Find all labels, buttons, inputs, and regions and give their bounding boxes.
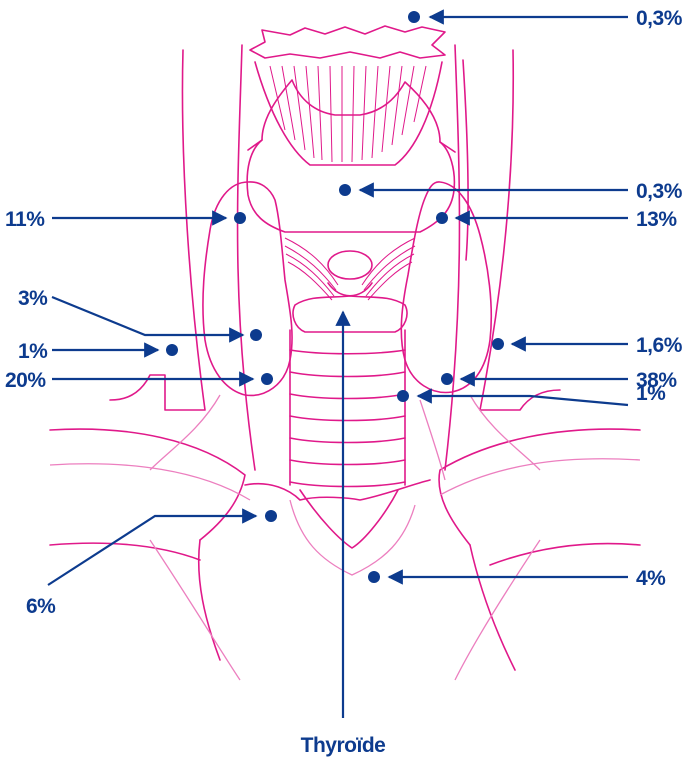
marker-dot-left-neck <box>166 344 178 356</box>
pharynx-line-left <box>238 45 255 470</box>
label-upper-right: 0,3% <box>636 180 683 203</box>
thyroid-left-lobe <box>203 182 292 396</box>
thyroid-isthmus <box>293 296 407 332</box>
marker-dot-right-neck <box>492 338 504 350</box>
neck-outline-left <box>110 50 205 410</box>
marker-dot-left-mid-lobe <box>250 329 262 341</box>
marker-dot-left-upper-lobe <box>234 212 246 224</box>
hyoid-bone <box>250 26 445 58</box>
marker-dot-right-paratracheal <box>397 390 409 402</box>
label-lower-right-4: 4% <box>636 567 666 590</box>
trachea <box>290 330 405 548</box>
marker-dot-cartilage <box>339 184 351 196</box>
label-lower-left-6: 6% <box>26 595 56 618</box>
neck-outline-right <box>480 50 560 410</box>
label-right-13: 13% <box>636 208 677 231</box>
arrow-left-mediastinum <box>48 516 256 585</box>
label-right-1: 1% <box>636 382 666 405</box>
annotations: 0,3% 0,3% 13% 11% 3% 1% 1,6% 20% 38% <box>5 7 683 757</box>
pharynx-line-right <box>445 45 459 470</box>
arrow-right-paratracheal <box>418 396 628 405</box>
marker-dot-left-mediastinum <box>265 510 277 522</box>
label-left-3: 3% <box>18 287 48 310</box>
thyroid-right-lobe <box>401 182 491 393</box>
marker-dot-top <box>408 11 420 23</box>
clavicles-and-chest <box>50 395 640 680</box>
marker-dot-right-upper-lobe <box>436 212 448 224</box>
label-left-1: 1% <box>18 340 48 363</box>
marker-dot-left-lower-lobe <box>261 373 273 385</box>
anatomy-drawing <box>50 26 640 680</box>
cricothyroid-muscles <box>285 238 415 300</box>
marker-dot-mediastinum <box>368 571 380 583</box>
label-left-20: 20% <box>5 369 46 392</box>
label-right-16: 1,6% <box>636 334 683 357</box>
marker-dot-right-lower-lobe <box>441 373 453 385</box>
thyrohyoid-membrane <box>255 62 442 165</box>
label-top-right: 0,3% <box>636 7 683 30</box>
arrow-left-mid-lobe <box>52 297 243 335</box>
label-thyroid: Thyroïde <box>301 734 386 757</box>
label-left-11: 11% <box>5 208 45 231</box>
